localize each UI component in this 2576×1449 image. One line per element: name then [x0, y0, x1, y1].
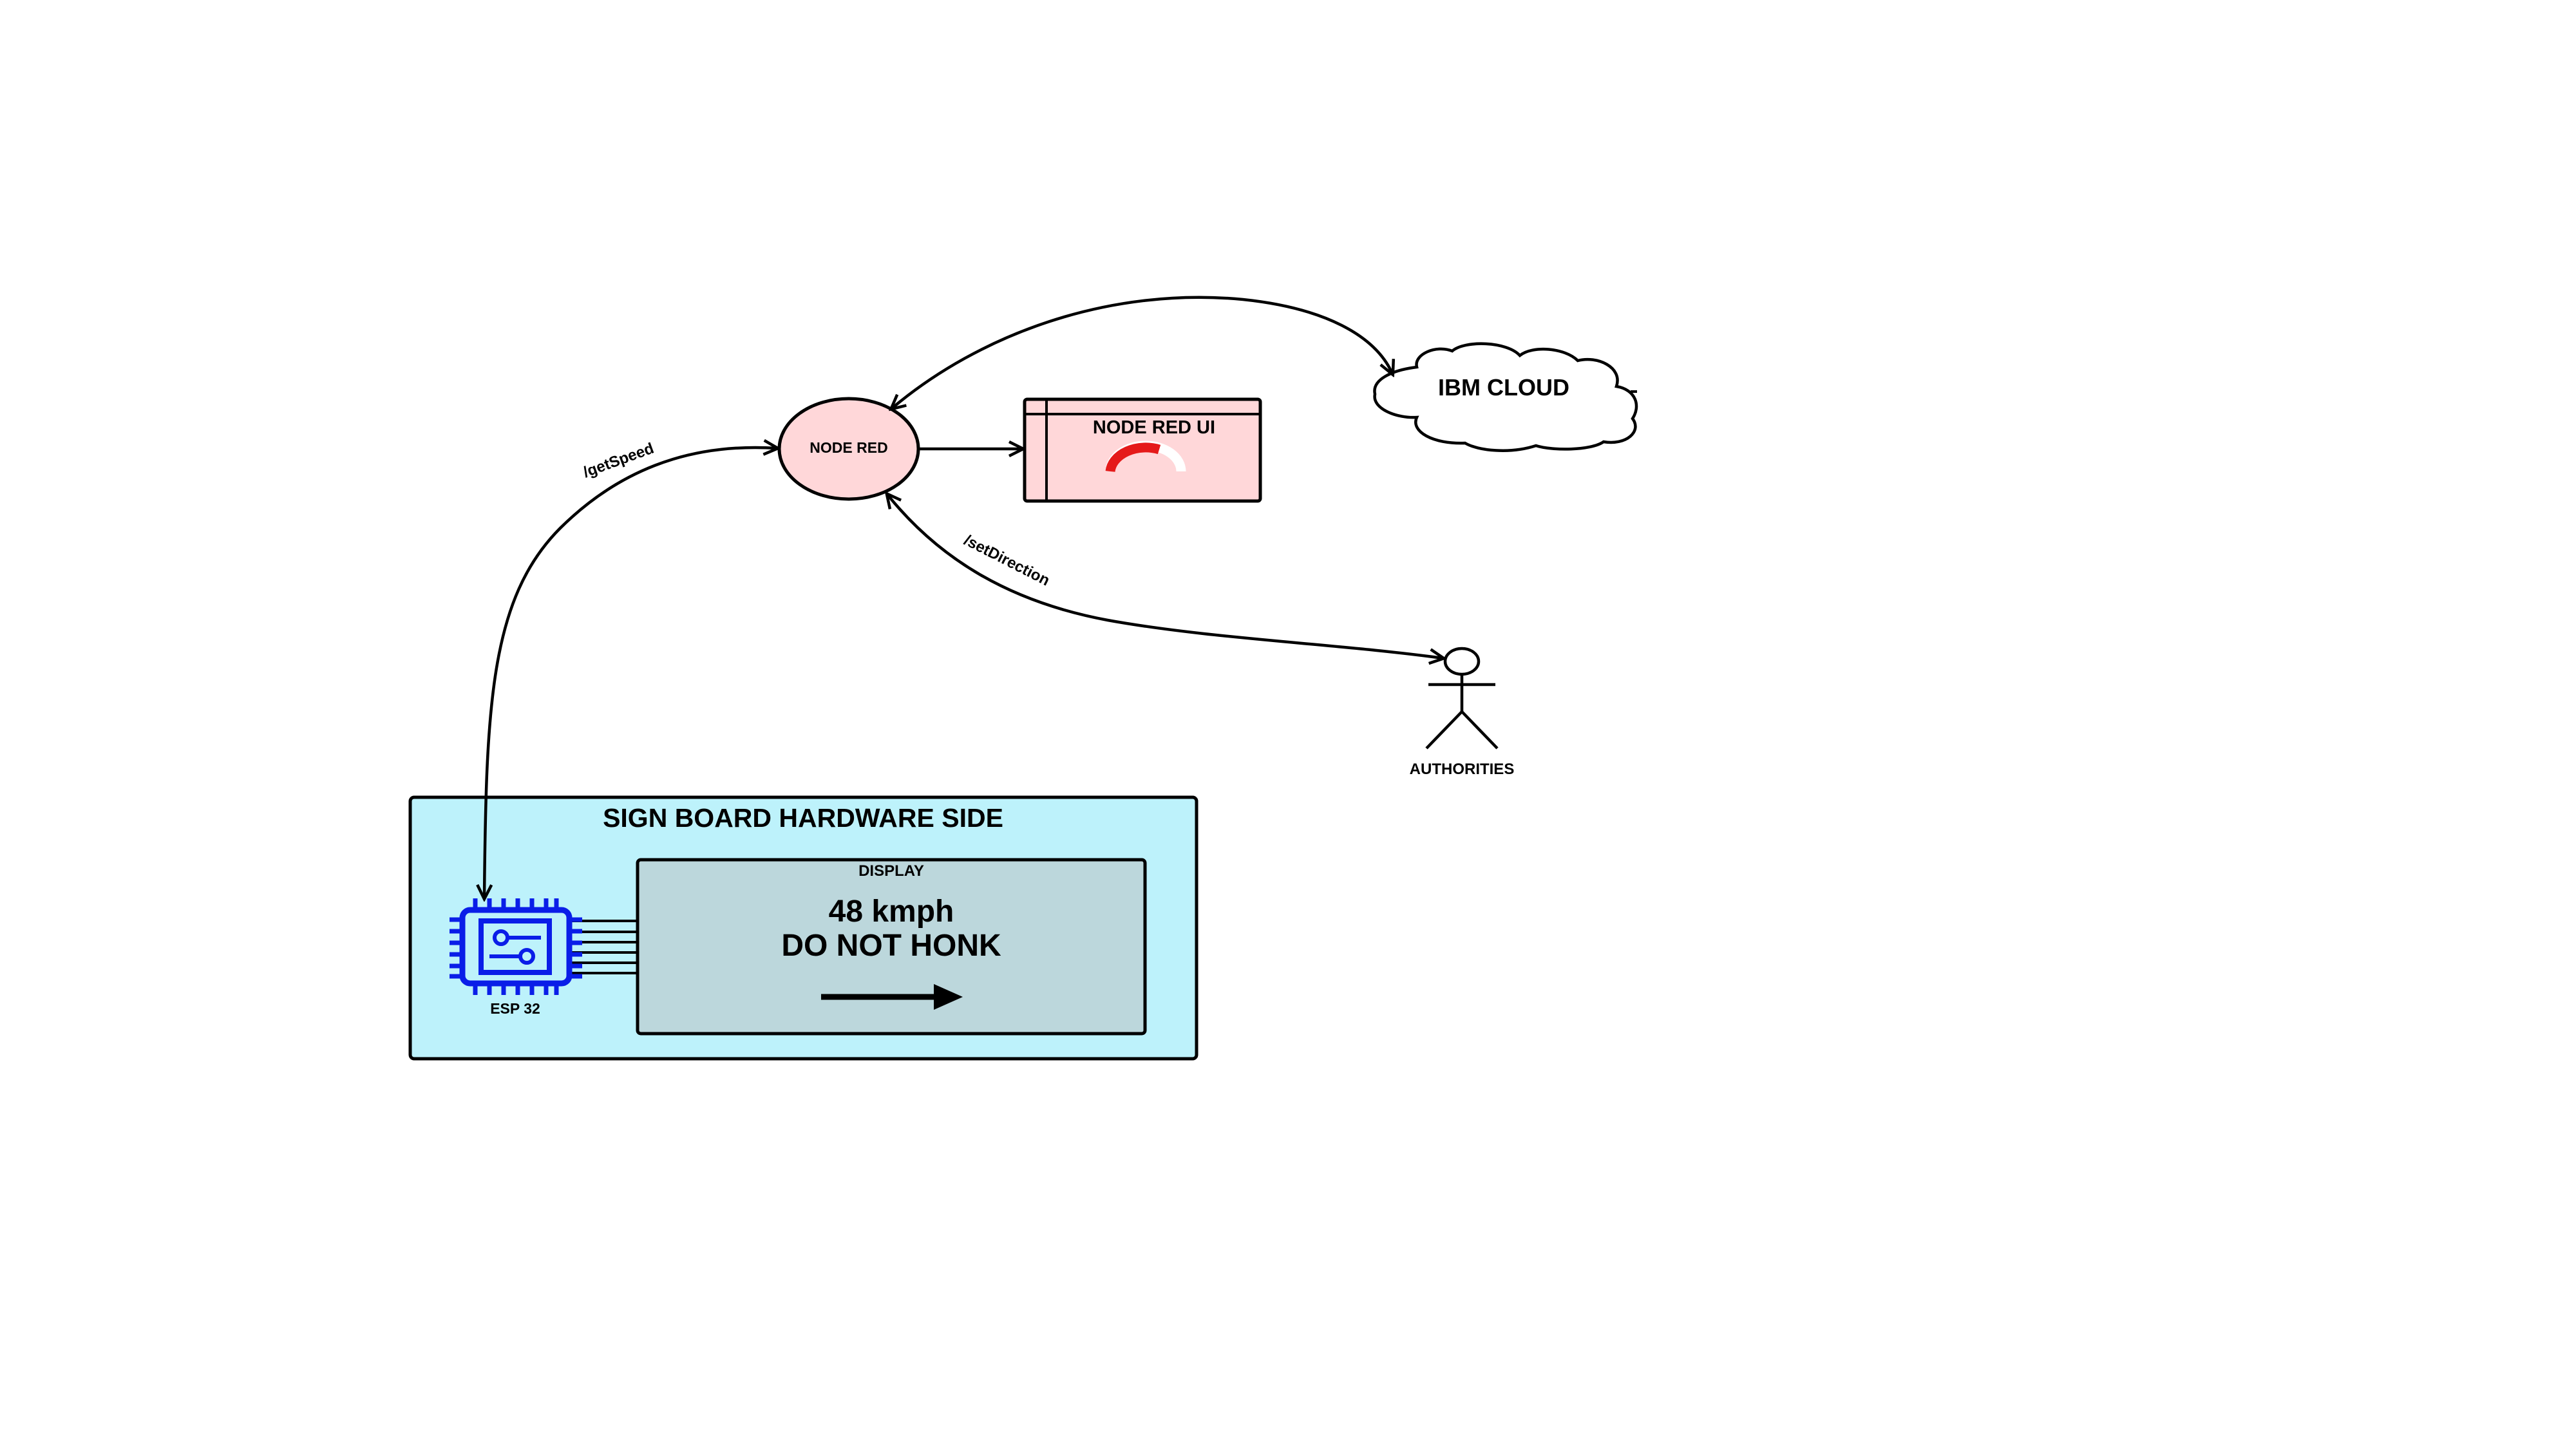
- node-red-label: NODE RED: [810, 439, 887, 456]
- edge-getspeed-label: /getSpeed: [581, 440, 656, 482]
- sign-board-group: SIGN BOARD HARDWARE SIDE DISPLAY 48 kmph…: [408, 795, 1198, 1061]
- edge-nodered-ibmcloud: [892, 296, 1392, 408]
- direction-arrow-icon: [821, 984, 963, 1010]
- display-label: DISPLAY: [858, 862, 924, 880]
- edge-setdirection: [887, 495, 1443, 658]
- node-red-ui-label: NODE RED UI: [1093, 417, 1215, 438]
- sign-board-title: SIGN BOARD HARDWARE SIDE: [603, 803, 1003, 833]
- ibm-cloud-label: IBM CLOUD: [1438, 374, 1569, 401]
- display-panel: [636, 858, 1147, 1036]
- authorities-label: AUTHORITIES: [1410, 761, 1515, 778]
- person-icon: [1425, 647, 1499, 750]
- esp32-label: ESP 32: [490, 1000, 540, 1017]
- edge-getspeed: [484, 448, 777, 898]
- display-speed: 48 kmph: [829, 895, 954, 929]
- gauge-icon: [1105, 440, 1186, 473]
- ibm-cloud-shape: [1373, 342, 1638, 452]
- edge-setdirection-label: /setDirection: [961, 531, 1053, 589]
- display-message: DO NOT HONK: [781, 929, 1001, 963]
